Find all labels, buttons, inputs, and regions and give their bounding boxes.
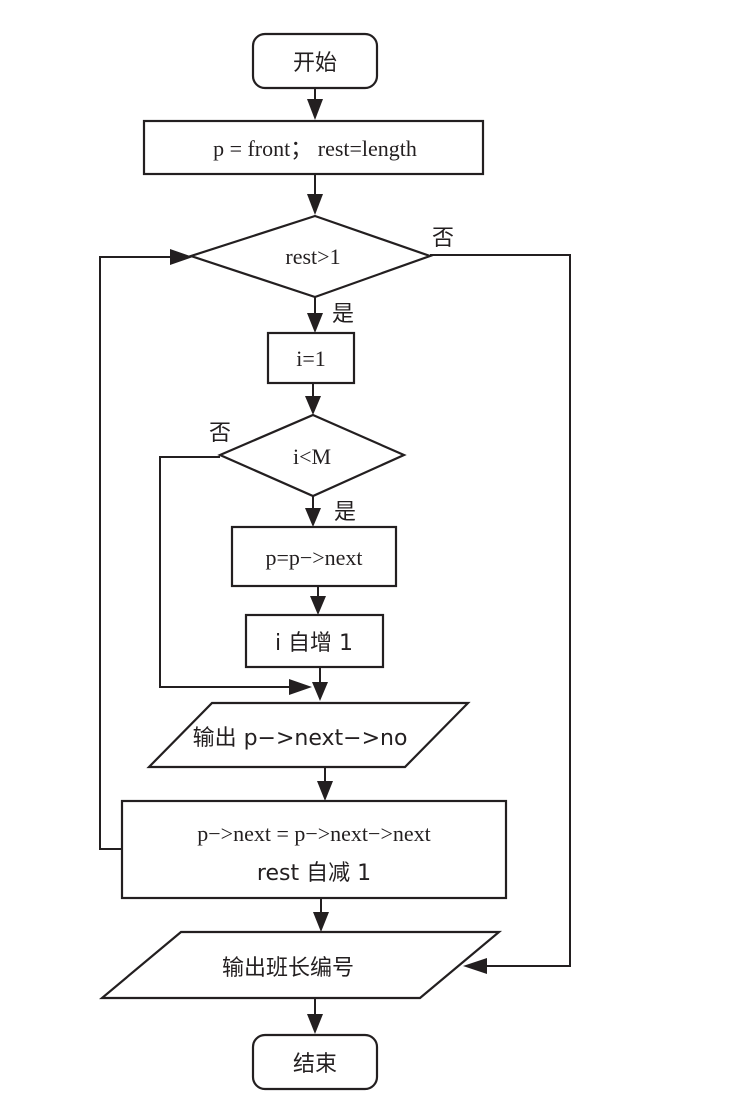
arrow-head xyxy=(307,1014,323,1034)
remove-node: p−>next = p−>next−>next rest 自减 1 xyxy=(120,799,508,900)
rest-no-label: 否 xyxy=(432,226,454,251)
inc-i-node: i 自增 1 xyxy=(244,613,385,669)
advance-p-label: p=p−>next xyxy=(265,545,362,570)
i-no-label: 否 xyxy=(209,421,231,446)
inc-i-label: i 自增 1 xyxy=(275,631,353,656)
arrow-head xyxy=(312,682,328,701)
end-node: 结束 xyxy=(251,1033,379,1091)
output-leader-label: 输出班长编号 xyxy=(222,956,354,981)
arrow-head xyxy=(313,912,329,932)
edge-i-no xyxy=(159,456,295,688)
i-yes-label: 是 xyxy=(334,500,356,525)
arrow-head xyxy=(305,508,321,527)
init-label: p = front； rest=length xyxy=(213,136,417,161)
arrow-head xyxy=(310,596,326,615)
arrow-head xyxy=(317,781,333,801)
edge-rest-no xyxy=(430,254,571,967)
output-leader-node: 输出班长编号 xyxy=(98,930,503,1000)
arrow-head xyxy=(307,194,323,215)
arrow-head xyxy=(307,313,323,333)
set-i-node: i=1 xyxy=(266,331,356,385)
arrow-head xyxy=(307,99,323,120)
i-decision-label: i<M xyxy=(293,444,331,469)
start-node: 开始 xyxy=(251,32,379,90)
arrow-head xyxy=(305,396,321,415)
rest-yes-label: 是 xyxy=(332,302,354,327)
output-no-node: 输出 p−>next−>no xyxy=(146,701,471,769)
remove-label-line2: rest 自减 1 xyxy=(257,861,371,886)
i-decision-node: i<M xyxy=(217,413,407,498)
arrow-head xyxy=(289,679,312,695)
output-no-label: 输出 p−>next−>no xyxy=(193,726,408,751)
set-i-label: i=1 xyxy=(296,346,326,371)
end-label: 结束 xyxy=(293,1052,337,1077)
edge-remove-loop xyxy=(99,256,175,850)
start-label: 开始 xyxy=(293,51,337,76)
rest-decision-node: rest>1 xyxy=(187,214,434,299)
rest-decision-label: rest>1 xyxy=(285,244,340,269)
arrow-head xyxy=(463,958,487,974)
advance-p-node: p=p−>next xyxy=(230,525,398,588)
remove-label-line1: p−>next = p−>next−>next xyxy=(197,821,430,846)
arrow-head xyxy=(170,249,193,265)
init-node: p = front； rest=length xyxy=(142,119,485,176)
